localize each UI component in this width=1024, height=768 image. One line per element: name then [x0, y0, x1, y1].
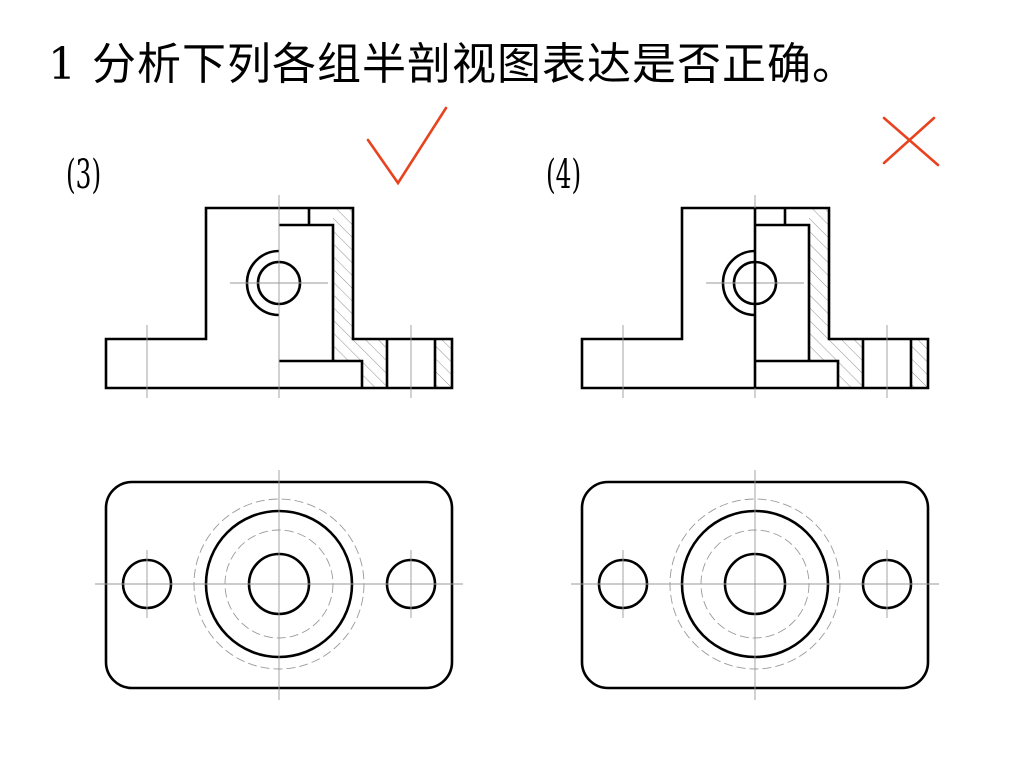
top-view-4	[569, 468, 941, 702]
drawing-label-4: (4)	[546, 152, 582, 198]
drawing-4	[569, 116, 941, 702]
question-title: 1 分析下列各组半剖视图表达是否正确。	[48, 39, 857, 90]
drawing-label-3: (3)	[66, 152, 102, 198]
check-mark-icon	[366, 106, 448, 186]
top-view-3	[93, 468, 465, 702]
cross-mark-icon	[882, 116, 940, 167]
drawing-3	[93, 106, 465, 702]
front-view-3	[104, 193, 454, 400]
